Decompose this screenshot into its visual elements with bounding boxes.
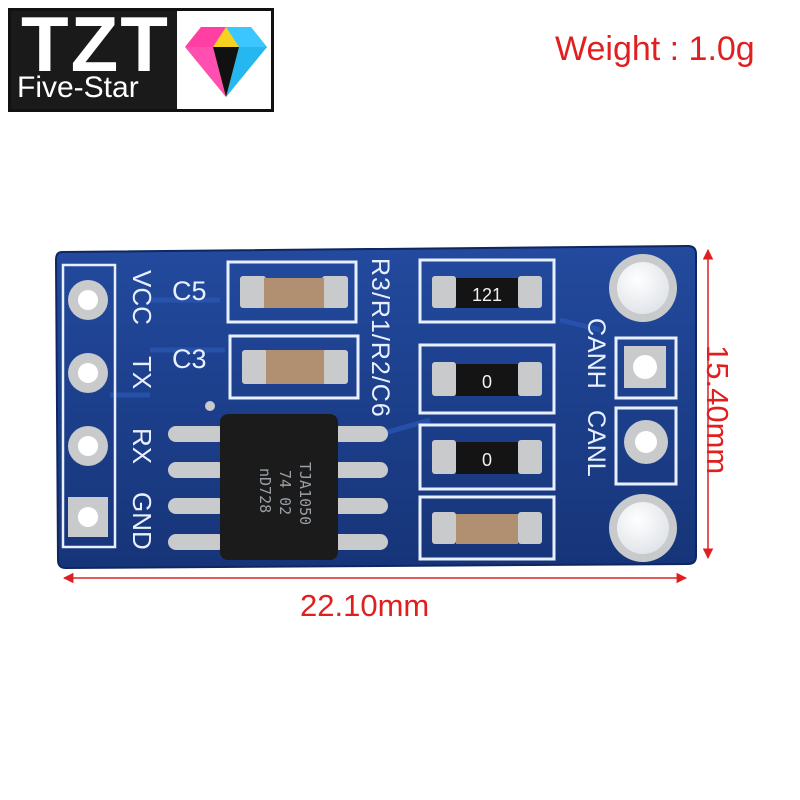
chip-tja1050: TJA1050 74 02 nD728 bbox=[168, 401, 388, 560]
cap-label-c5: C5 bbox=[172, 276, 207, 306]
logo-main-text: TZT bbox=[21, 0, 170, 88]
resistor-0-b: 0 bbox=[418, 423, 556, 491]
logo-dark-panel: TZT Five-Star bbox=[11, 5, 177, 109]
header-pins-left bbox=[61, 263, 117, 549]
height-dimension-label: 15.40mm bbox=[700, 345, 735, 475]
brand-logo: TZT Five-Star bbox=[8, 5, 274, 112]
weight-label: Weight : 1.0g bbox=[555, 30, 755, 68]
resistor-121: 121 bbox=[418, 258, 556, 324]
can-labels: CANH CANL bbox=[582, 318, 610, 477]
chip-line-3: nD728 bbox=[256, 468, 274, 513]
pin-label-tx: TX bbox=[127, 356, 157, 389]
cap-label-c3: C3 bbox=[172, 344, 207, 374]
chip-line-1: TJA1050 bbox=[296, 462, 314, 525]
resistor-marking-0-a: 0 bbox=[482, 372, 492, 392]
can-label-canl: CANL bbox=[582, 410, 610, 477]
pin-label-rx: RX bbox=[127, 428, 157, 464]
pin-labels: VCC TX RX GND bbox=[127, 270, 157, 550]
svg-text:R3/R1/R2/C6: R3/R1/R2/C6 bbox=[366, 258, 394, 418]
capacitor-c3 bbox=[228, 334, 360, 400]
pin-label-gnd: GND bbox=[127, 492, 157, 550]
diamond-icon bbox=[185, 27, 267, 97]
resistor-0-a: 0 bbox=[418, 343, 556, 415]
pin-label-vcc: VCC bbox=[127, 270, 157, 325]
resistor-marking-0-b: 0 bbox=[482, 450, 492, 470]
logo-sub-text: Five-Star bbox=[17, 71, 139, 104]
capacitor-c6 bbox=[418, 495, 556, 561]
width-dimension-label: 22.10mm bbox=[300, 588, 430, 623]
resistor-group-label: R3/R1/R2/C6 bbox=[366, 258, 394, 418]
chip-line-2: 74 02 bbox=[276, 470, 294, 515]
can-label-canh: CANH bbox=[582, 318, 610, 389]
capacitor-c5 bbox=[226, 260, 358, 324]
right-connectors bbox=[609, 254, 678, 562]
resistor-marking-121: 121 bbox=[472, 285, 502, 305]
